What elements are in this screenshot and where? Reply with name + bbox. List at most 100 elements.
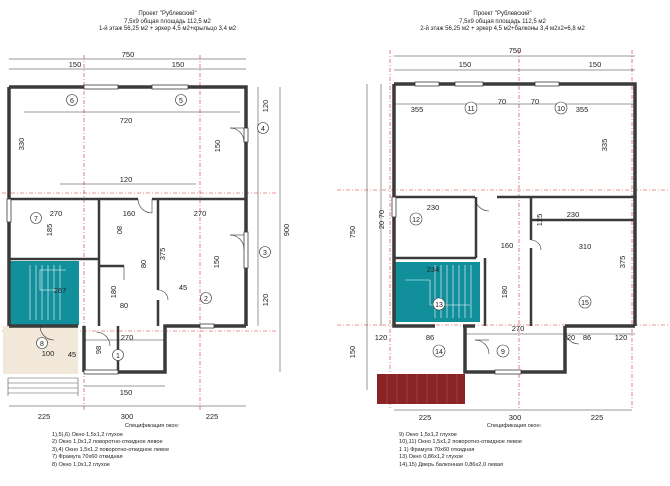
plan-drawing-2: 750 150 150 355 70 70 355 335 230 230 12… — [337, 46, 668, 422]
dim-125: 125 — [535, 214, 544, 227]
dim-270-a: 270 — [50, 209, 63, 218]
window-marker-10: 10 — [557, 106, 565, 113]
dim-20: 20 — [567, 333, 575, 342]
dim-right-top: 120 — [261, 100, 270, 113]
dim-bottom-225-left: 225 — [419, 413, 432, 422]
title-block-2: Проект "Рублевский" 7,5х9 общая площадь … — [335, 11, 670, 34]
dim-86-a: 86 — [426, 333, 434, 342]
dim-355-b: 355 — [576, 105, 589, 114]
dim-150-right: 150 — [213, 140, 222, 153]
window-marker-3: 3 — [263, 250, 267, 257]
dim-86-b: 86 — [583, 333, 591, 342]
dim-80-a: 80 — [115, 226, 124, 234]
staircase-area — [394, 262, 480, 322]
project-name: Проект "Рублевский" — [473, 11, 532, 17]
window-marker-1: 1 — [116, 353, 120, 360]
exterior-walls-2 — [392, 82, 637, 374]
window-marker-12: 12 — [412, 217, 420, 224]
dim-80-b: 80 — [139, 260, 148, 268]
window-marker-2: 2 — [204, 296, 208, 303]
window-marker-11: 11 — [467, 106, 474, 113]
spec-item: 1),5),6) Окно 1,5х1,2 глухое — [52, 431, 123, 438]
dim-window-a: 150 — [69, 60, 82, 69]
dim-45-b: 45 — [68, 350, 76, 359]
door-swings-1 — [39, 127, 245, 347]
dim-bottom-225-right: 225 — [206, 412, 219, 421]
staircase-area — [9, 261, 79, 325]
dim-180: 180 — [500, 286, 509, 299]
dimension-lines-1 — [9, 58, 281, 407]
dimension-lines-2 — [366, 55, 635, 411]
dim-270: 270 — [512, 324, 525, 333]
window-spec-1: Спецификация окон: 1),5),6) Окно 1,5х1,2… — [52, 423, 252, 470]
spec-item: 9) Окно 1,5х1,2 глухое — [399, 431, 457, 438]
dim-bottom-225-right: 225 — [591, 413, 604, 422]
dim-70-a: 70 — [498, 97, 506, 106]
dim-width-120: 120 — [120, 175, 133, 184]
floor-plan-1: Проект "Рублевский" 7,5х9 общая площадь … — [0, 11, 335, 470]
spec-title: Спецификация окон: — [124, 423, 180, 429]
window-openings-1 — [6, 84, 249, 375]
dim-left-750: 750 — [348, 226, 357, 239]
dim-bottom-225-left: 225 — [38, 412, 51, 421]
dim-120-a: 120 — [375, 333, 388, 342]
dim-375: 375 — [158, 248, 167, 261]
dim-230-a: 230 — [427, 203, 440, 212]
balcony-brick — [377, 374, 465, 404]
dim-180: 180 — [109, 286, 118, 299]
dim-window-b: 150 — [172, 60, 185, 69]
dim-234: 234 — [427, 265, 440, 274]
dim-top-total: 750 — [122, 50, 135, 59]
dim-150-room: 150 — [212, 256, 221, 269]
dim-100: 100 — [42, 349, 55, 358]
window-marker-5: 5 — [179, 98, 183, 105]
spec-item: 14),15) Дверь балконная 0,86х2,0 левая — [399, 461, 504, 468]
axis-lines-2 — [337, 50, 668, 410]
window-marker-14: 14 — [435, 349, 443, 356]
porch-area — [3, 326, 78, 374]
dim-45: 45 — [179, 283, 187, 292]
floor-area: 1-й этаж 56,25 м2 + эркер 4,5 м2+крыльцо… — [98, 26, 237, 32]
window-marker-8: 8 — [40, 341, 44, 348]
dim-bottom-300: 300 — [509, 413, 522, 422]
dim-top-window: 150 — [459, 60, 472, 69]
dim-270-bottom: 270 — [121, 333, 134, 342]
dim-top-total: 750 — [509, 46, 522, 55]
window-marker-13: 13 — [435, 302, 443, 309]
porch-steps — [7, 377, 79, 396]
dim-375: 375 — [618, 256, 627, 269]
window-marker-7: 7 — [34, 216, 38, 223]
dim-20-left: 20 — [377, 221, 386, 229]
project-name: Проект "Рублевский" — [138, 11, 197, 17]
dim-left-330: 330 — [17, 138, 26, 151]
total-area: 7,5х9 общая площадь 112,5 м2 — [459, 18, 546, 25]
dim-185: 185 — [45, 224, 54, 237]
window-spec-2: Спецификация окон: 9) Окно 1,5х1,2 глухо… — [399, 423, 629, 470]
spec-item: 10),11) Окно 1,5х1,2 поворотно-откидное … — [399, 439, 522, 446]
dim-160: 160 — [501, 241, 514, 250]
floor-plan-2: Проект "Рублевский" 7,5х9 общая площадь … — [335, 0, 670, 486]
dim-right-total: 900 — [282, 224, 291, 237]
dim-bottom-window: 150 — [120, 388, 133, 397]
window-marker-6: 6 — [70, 98, 74, 105]
door-swings-2 — [474, 196, 580, 355]
dim-310: 310 — [579, 242, 592, 251]
dim-80-c: 80 — [120, 301, 128, 310]
dim-width-720: 720 — [120, 116, 133, 125]
title-block-1: Проект "Рублевский" 7,5х9 общая площадь … — [0, 11, 335, 34]
spec-item: 7) Фрамуга 70х60 откидная — [52, 454, 123, 461]
dim-160: 160 — [123, 209, 136, 218]
interior-walls-2 — [394, 195, 635, 326]
dim-top-150: 150 — [589, 60, 602, 69]
spec-item: 2) Окно 1,0х1,2 поворотно-откидное левое — [52, 439, 163, 446]
window-openings-2 — [391, 81, 560, 375]
window-marker-4: 4 — [261, 126, 265, 133]
dim-70-left: 70 — [377, 210, 386, 218]
dim-335: 335 — [600, 139, 609, 152]
dim-right-bottom: 120 — [261, 294, 270, 307]
window-marker-15: 15 — [581, 300, 589, 307]
window-marker-9: 9 — [501, 349, 505, 356]
balcony-brick-lines — [386, 374, 458, 404]
floor-area: 2-й этаж 56,25 м2 + эркер 4,5 м2+балконы… — [420, 26, 585, 32]
dim-267: 267 — [54, 286, 67, 295]
